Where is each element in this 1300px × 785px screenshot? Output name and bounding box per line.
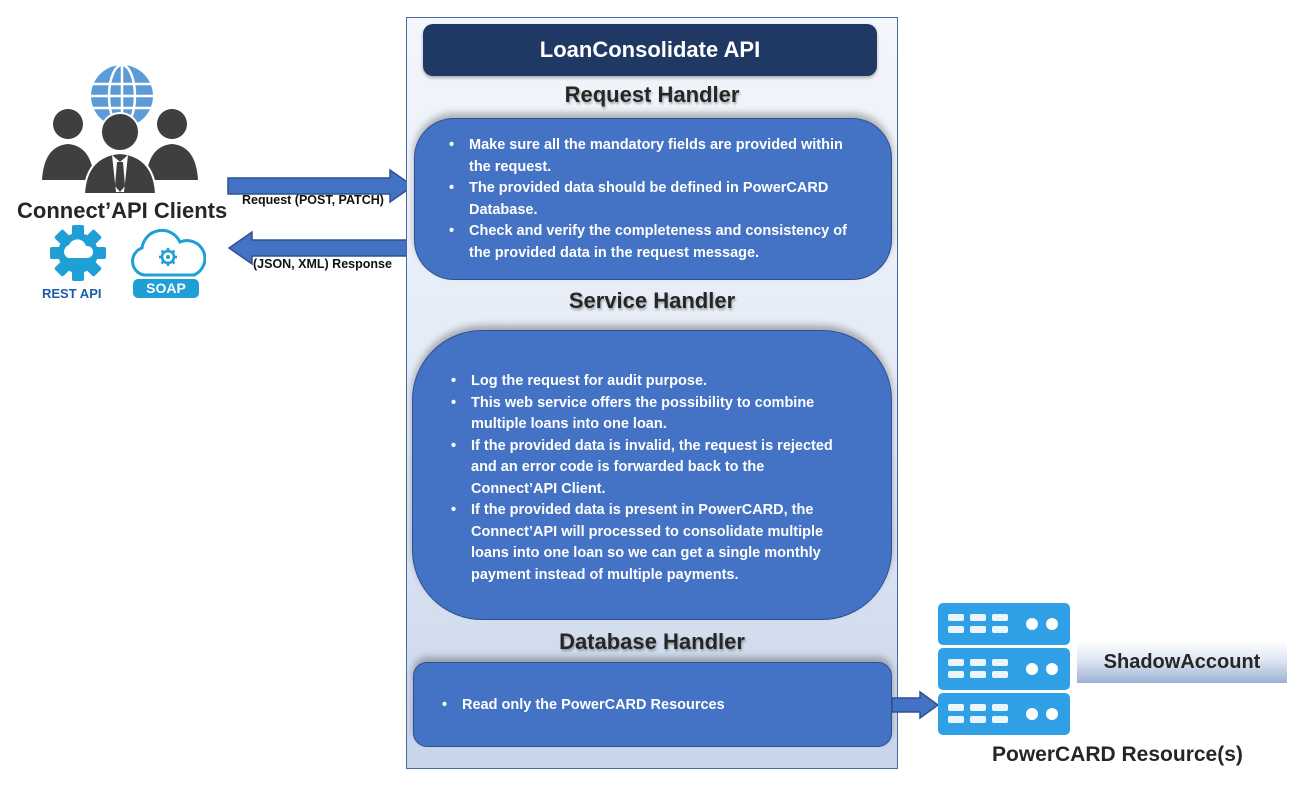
- list-item: Make sure all the mandatory fields are p…: [449, 135, 863, 178]
- gear-icon: [159, 248, 177, 266]
- request-arrow-label: Request (POST, PATCH): [242, 193, 384, 207]
- shadow-account-label: ShadowAccount: [1077, 641, 1287, 683]
- list-item: Read only the PowerCARD Resources: [442, 695, 863, 717]
- service-handler-list: Log the request for audit purpose. This …: [451, 371, 851, 586]
- database-arrow: [891, 690, 940, 720]
- list-item: The provided data should be defined in P…: [449, 178, 863, 221]
- service-handler-box: Log the request for audit purpose. This …: [412, 330, 892, 620]
- api-title: LoanConsolidate API: [423, 24, 877, 76]
- response-arrow: [227, 230, 413, 266]
- list-item: Log the request for audit purpose.: [451, 371, 851, 393]
- soap-cloud-icon: [131, 228, 206, 277]
- request-handler-list: Make sure all the mandatory fields are p…: [449, 135, 863, 264]
- request-handler-box: Make sure all the mandatory fields are p…: [414, 118, 892, 280]
- database-handler-list: Read only the PowerCARD Resources: [442, 695, 863, 717]
- server-stack-icon: [938, 603, 1070, 735]
- clients-icon: [42, 63, 198, 195]
- request-response-arrows: [227, 168, 415, 266]
- list-item: This web service offers the possibility …: [451, 393, 851, 436]
- clients-title: Connect’API Clients: [17, 198, 228, 223]
- soap-label: SOAP: [133, 279, 199, 298]
- service-handler-heading: Service Handler: [568, 288, 736, 313]
- database-handler-box: Read only the PowerCARD Resources: [413, 662, 892, 747]
- people-icon: [42, 109, 198, 195]
- globe-icon: [91, 63, 153, 129]
- list-item: If the provided data is invalid, the req…: [451, 436, 851, 501]
- resources-label: PowerCARD Resource(s): [992, 743, 1243, 766]
- list-item: Check and verify the completeness and co…: [449, 221, 863, 264]
- request-handler-heading: Request Handler: [564, 82, 740, 107]
- rest-api-icon: [50, 225, 106, 281]
- database-handler-heading: Database Handler: [559, 629, 745, 654]
- response-arrow-label: (JSON, XML) Response: [253, 257, 392, 271]
- list-item: If the provided data is present in Power…: [451, 500, 851, 586]
- rest-api-label: REST API: [42, 286, 102, 301]
- request-arrow: [227, 168, 415, 204]
